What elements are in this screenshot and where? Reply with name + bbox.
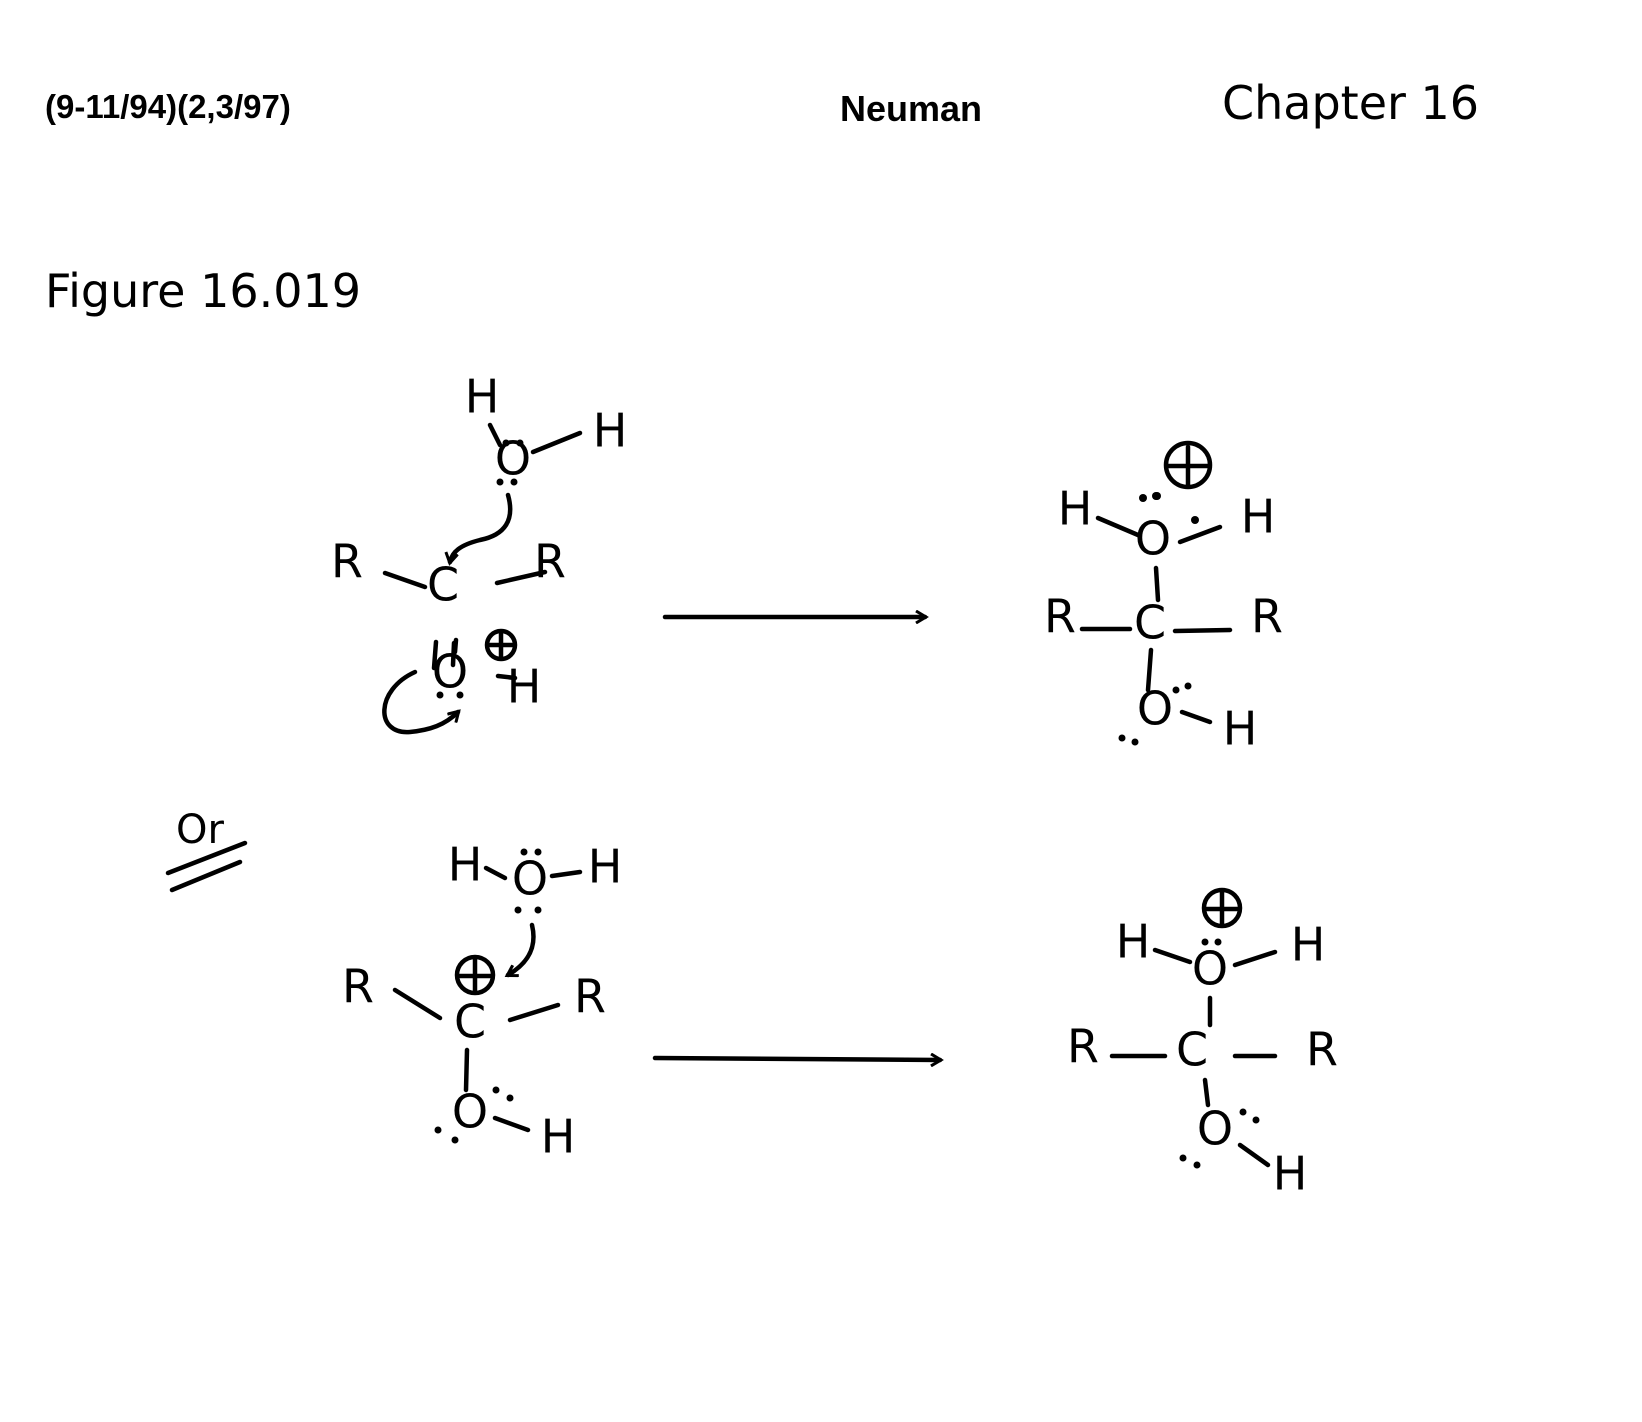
- atom-h: H: [1058, 482, 1093, 536]
- atom-h: H: [448, 838, 483, 892]
- atom-o: O: [432, 645, 468, 699]
- or-text: Or: [176, 807, 224, 853]
- or-label: Or: [165, 807, 248, 893]
- atom-r: R: [574, 970, 606, 1024]
- atom-o: O: [1192, 942, 1228, 996]
- header-date: (9-11/94)(2,3/97): [45, 88, 291, 125]
- atom-c: C: [1176, 1023, 1208, 1077]
- atom-r: R: [331, 535, 363, 589]
- figure-title: Figure 16.019: [45, 264, 362, 318]
- atom-o-water: O: [512, 852, 548, 906]
- atom-h: H: [1273, 1147, 1308, 1201]
- atom-h: H: [507, 660, 542, 714]
- atom-h: H: [588, 840, 623, 894]
- atom-r: R: [1251, 590, 1283, 644]
- atom-h: H: [1291, 918, 1326, 972]
- atom-r: R: [534, 535, 566, 589]
- reaction1-reactant: H O H R C R O H: [331, 370, 628, 735]
- header-chapter: Chapter 16: [1222, 76, 1480, 130]
- atom-r: R: [1067, 1020, 1099, 1074]
- atom-h: H: [1116, 915, 1151, 969]
- atom-c: C: [427, 558, 459, 612]
- reaction-arrow: [652, 1058, 940, 1060]
- positive-charge-icon: [454, 954, 496, 996]
- reaction2-product: H O H R C R O H: [1067, 887, 1338, 1201]
- header-author: Neuman: [840, 88, 983, 129]
- atom-r: R: [342, 960, 374, 1014]
- atom-o: O: [1135, 512, 1171, 566]
- reaction1-product: H O H R C R O H: [1044, 440, 1283, 756]
- atom-h: H: [1223, 702, 1258, 756]
- atom-o: O: [1197, 1102, 1233, 1156]
- atom-o: O: [1137, 682, 1173, 736]
- atom-h: H: [541, 1110, 576, 1164]
- atom-h: H: [593, 404, 628, 458]
- atom-h: H: [1241, 490, 1276, 544]
- atom-c: C: [454, 995, 486, 1049]
- atom-r: R: [1306, 1023, 1338, 1077]
- reaction2-reactant: H O H R C R O H: [342, 838, 622, 1164]
- positive-charge-icon: [1201, 887, 1243, 929]
- atom-h: H: [465, 370, 500, 424]
- atom-r: R: [1044, 590, 1076, 644]
- atom-c: C: [1134, 596, 1166, 650]
- atom-o-water: O: [495, 432, 531, 486]
- atom-o: O: [452, 1085, 488, 1139]
